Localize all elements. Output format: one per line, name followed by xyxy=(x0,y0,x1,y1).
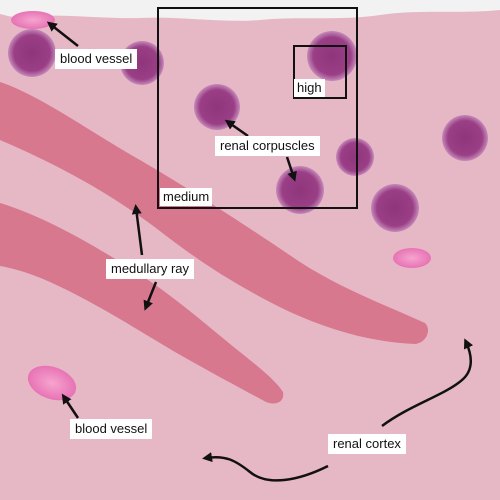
blood-vessel-top xyxy=(11,11,55,29)
renal-corpuscle xyxy=(8,29,56,77)
label-renal-cortex: renal cortex xyxy=(328,434,406,454)
medullary-ray-upper xyxy=(0,82,429,344)
arrow-blood-vessel-top xyxy=(46,21,79,47)
renal-corpuscle xyxy=(371,184,419,232)
arrow-renal-cortex-right xyxy=(381,338,474,428)
renal-corpuscle xyxy=(307,31,357,81)
renal-corpuscle xyxy=(276,166,324,214)
blood-vessel-right xyxy=(393,248,431,268)
arrow-blood-vessel-bottom xyxy=(61,393,80,419)
arrow-medullary-ray-up xyxy=(131,204,144,256)
renal-corpuscle xyxy=(194,84,240,130)
arrow-corpuscle-left xyxy=(224,119,249,138)
label-high: high xyxy=(294,79,325,97)
label-medium: medium xyxy=(160,188,213,206)
arrow-corpuscle-lower xyxy=(285,156,297,182)
high-magnification-frame xyxy=(293,45,347,99)
label-blood-vessel-top: blood vessel xyxy=(55,49,138,69)
medullary-ray-lower xyxy=(0,203,284,404)
blood-vessel-bottom xyxy=(27,365,77,401)
renal-corpuscle xyxy=(336,138,374,176)
medium-magnification-frame xyxy=(157,7,358,209)
label-renal-corpuscles: renal corpuscles xyxy=(215,136,320,156)
label-medullary-ray: medullary ray xyxy=(106,259,195,279)
label-blood-vessel-bottom: blood vessel xyxy=(70,419,153,439)
arrow-renal-cortex-left xyxy=(202,452,329,482)
arrow-medullary-ray-down xyxy=(143,281,158,311)
renal-corpuscle xyxy=(442,115,488,161)
section-edge xyxy=(0,0,500,21)
